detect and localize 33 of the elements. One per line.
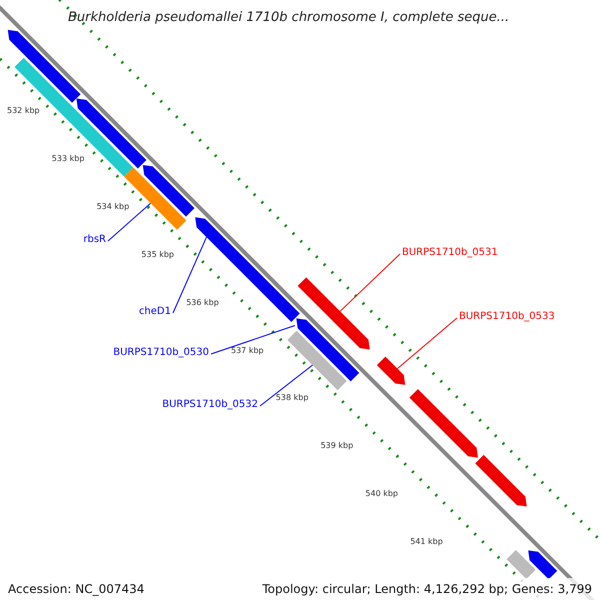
gene-block xyxy=(142,165,194,217)
tick-label: 538 kbp xyxy=(276,393,308,404)
gene-block xyxy=(8,30,81,103)
gene-label: rbsR xyxy=(83,233,106,246)
leader-line xyxy=(172,236,207,314)
tick-label: 535 kbp xyxy=(141,250,174,260)
tick-label: 540 kbp xyxy=(365,489,398,500)
gene-label: cheD1 xyxy=(138,305,171,318)
leader-line xyxy=(210,325,296,354)
accession-text: Accession: NC_007434 xyxy=(8,581,144,598)
genome-stats-text: Topology: circular; Length: 4,126,292 bp; Genes: 3,799 xyxy=(262,581,592,598)
leader-line xyxy=(108,202,152,242)
gene-block xyxy=(296,318,360,382)
gene-label: BURPS1710b_0530 xyxy=(113,346,209,359)
map-title: Burkholderia pseudomallei 1710b chromosome I, complete seque... xyxy=(68,9,510,27)
tick-label: 534 kbp xyxy=(96,202,130,212)
tick-label: 533 kbp xyxy=(52,154,84,164)
gene-block xyxy=(376,356,406,385)
gene-block xyxy=(298,277,370,350)
tick-label: 532 kbp xyxy=(7,106,40,116)
tick-label: 539 kbp xyxy=(320,441,354,452)
tick-label: 541 kbp xyxy=(410,537,443,548)
gene-bar xyxy=(287,330,347,390)
leader-line xyxy=(340,254,400,312)
gene-block xyxy=(475,454,527,506)
gene-block xyxy=(409,389,478,458)
gene-label: BURPS1710b_0532 xyxy=(162,398,258,411)
leader-line xyxy=(396,318,458,370)
tick-label: 537 kbp xyxy=(231,346,264,356)
tick-label: 536 kbp xyxy=(186,298,219,308)
gene-label: BURPS1710b_0533 xyxy=(459,310,555,323)
leader-line xyxy=(260,364,313,406)
gene-label: BURPS1710b_0531 xyxy=(402,246,498,259)
